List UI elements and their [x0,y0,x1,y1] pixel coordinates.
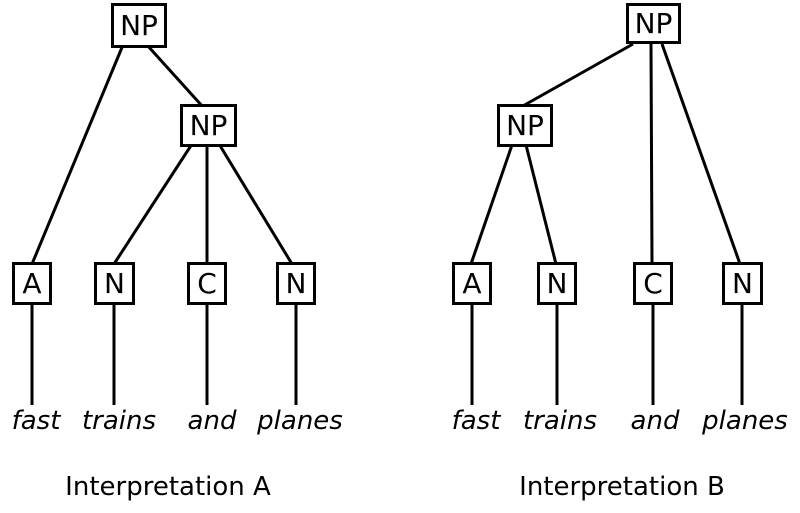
tree-a-edge-root-to-a [30,44,125,265]
tree-a-node-n2: N [276,262,316,305]
tree-a-word-planes: planes [257,406,343,436]
tree-b-edge-root-to-c [649,43,654,265]
tree-b-node-n2: N [722,262,763,305]
tree-b-edge-inner-np-to-a [469,144,514,265]
tree-a-word-trains: trains [81,406,157,436]
tree-a-word-fast: fast [11,406,61,436]
tree-a-node-root-np: NP [111,3,167,48]
tree-b-word-trains: trains [522,406,598,436]
tree-b-node-inner-np: NP [497,104,553,147]
tree-b-node-n1: N [537,262,577,305]
tree-b-node-root-np: NP [626,3,681,44]
tree-b-word-and: and [630,406,680,436]
tree-b-caption: Interpretation B [519,472,725,502]
tree-a-node-a: A [12,262,52,305]
tree-b-word-planes: planes [702,406,788,436]
tree-b-word-fast: fast [451,406,501,436]
tree-a-node-inner-np: NP [180,104,237,147]
tree-a-edge-root-to-inner-np [145,43,205,109]
tree-a-edge-inner-np-to-n1 [112,143,194,265]
tree-b-node-c: C [633,262,673,305]
tree-a-word-and: and [187,406,237,436]
tree-a-caption: Interpretation A [65,472,271,502]
tree-a-node-n1: N [94,262,135,305]
tree-b-edge-root-to-n2 [660,43,742,265]
tree-a-edge-inner-np-to-n2 [217,143,294,265]
tree-b-edge-inner-np-to-n1 [524,144,558,265]
tree-b-node-a: A [452,262,492,305]
tree-a-node-c: C [187,262,227,305]
tree-b-edge-root-to-inner-np [520,42,634,109]
